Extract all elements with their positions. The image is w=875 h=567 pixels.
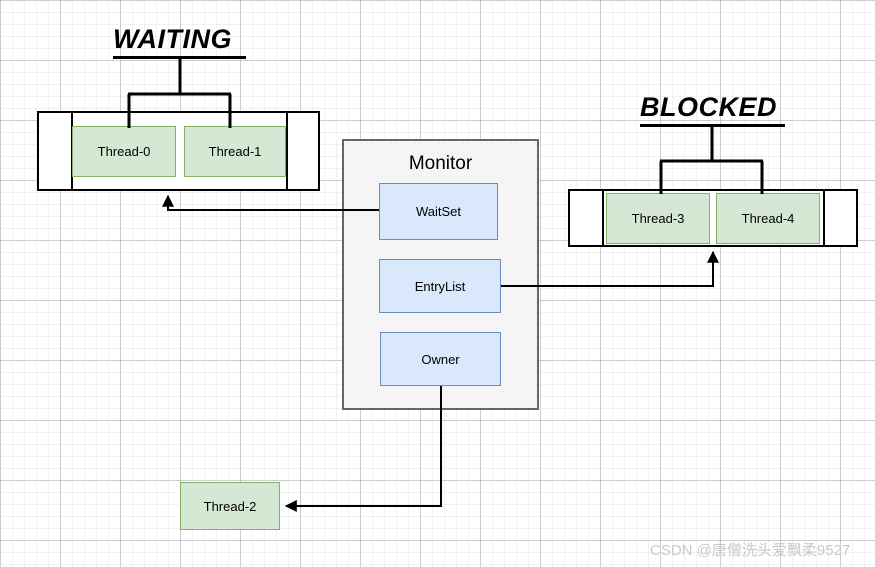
waiting-container-right-divider — [286, 111, 288, 191]
thread-box-thread-3[interactable]: Thread-3 — [606, 193, 710, 244]
thread-label: Thread-3 — [631, 211, 685, 226]
monitor-slot-entrylist[interactable]: EntryList — [379, 259, 501, 313]
waiting-title-underline — [113, 56, 246, 59]
waiting-state-title: WAITING — [113, 24, 232, 54]
blocked-container-right-divider — [823, 189, 825, 247]
thread-label: Thread-1 — [208, 144, 262, 159]
blocked-container-left-divider — [602, 189, 604, 247]
monitor-title: Monitor — [408, 153, 473, 174]
thread-box-thread-0[interactable]: Thread-0 — [72, 126, 176, 177]
monitor-slot-waitset[interactable]: WaitSet — [379, 183, 498, 240]
thread-box-thread-4[interactable]: Thread-4 — [716, 193, 820, 244]
blocked-title-underline — [640, 124, 785, 127]
thread-label: Thread-2 — [203, 498, 257, 514]
monitor-slot-owner[interactable]: Owner — [380, 332, 501, 386]
slot-label: WaitSet — [415, 204, 462, 219]
thread-label: Thread-4 — [741, 211, 795, 226]
thread-label: Thread-0 — [97, 144, 151, 159]
csdn-watermark: CSDN @唐僧洗头爱飘柔9527 — [650, 542, 851, 559]
blocked-state-title: BLOCKED — [640, 92, 777, 122]
thread-box-thread-1[interactable]: Thread-1 — [184, 126, 286, 177]
blocked-bracket — [659, 125, 764, 194]
slot-label: EntryList — [414, 278, 466, 294]
slot-label: Owner — [421, 351, 460, 367]
thread-box-thread-2[interactable]: Thread-2 — [180, 482, 280, 530]
